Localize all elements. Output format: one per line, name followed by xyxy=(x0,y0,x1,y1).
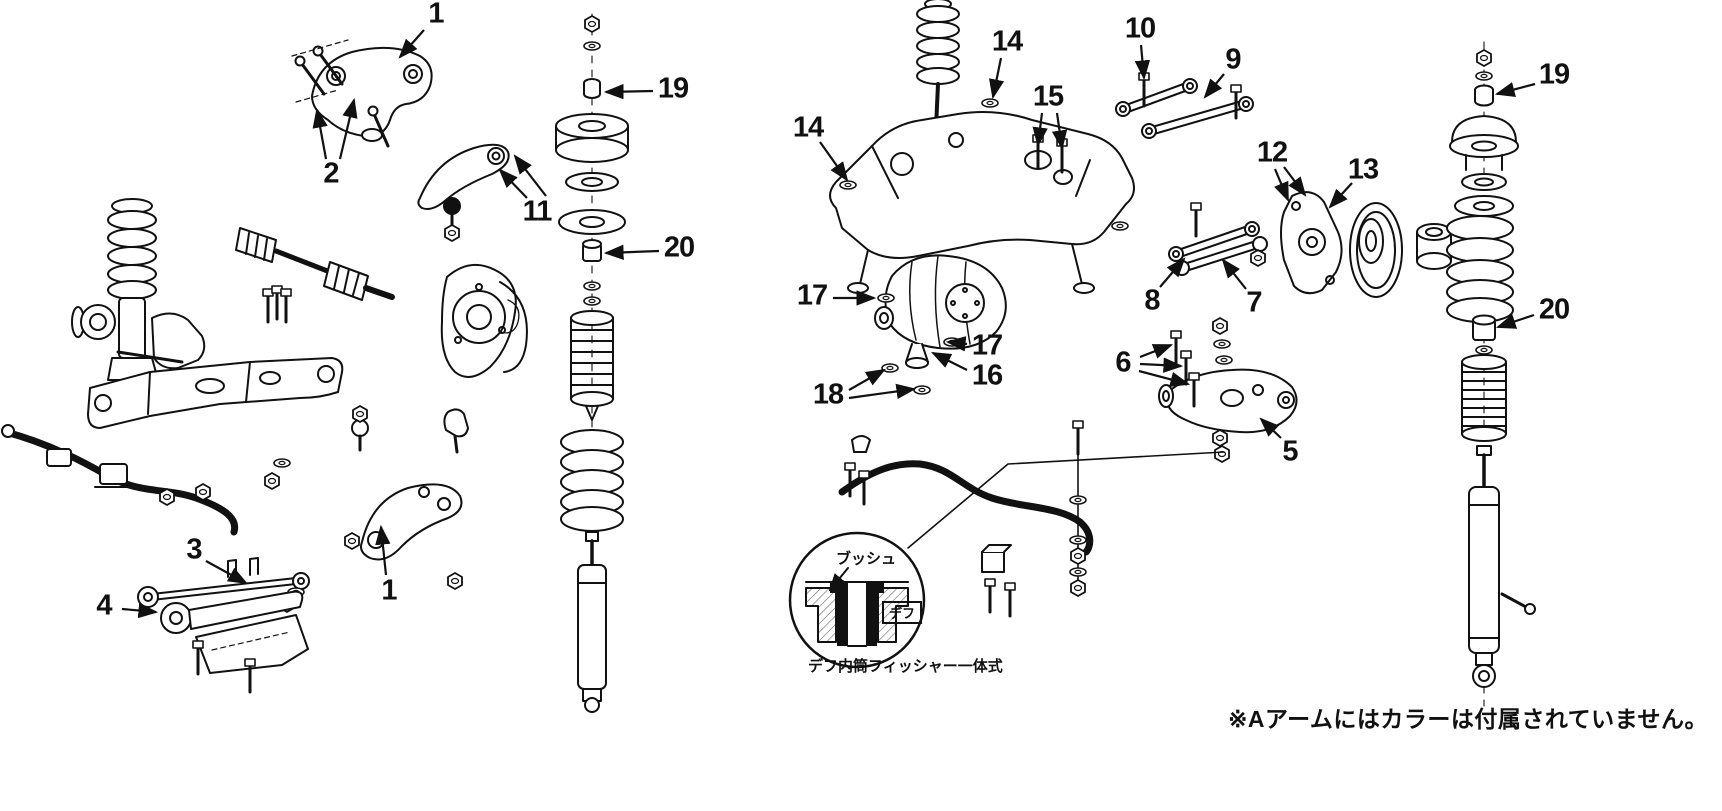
inset-caption: デフ内筒フィッシャー一体式 xyxy=(808,658,1003,675)
front-caster-arm-drawing xyxy=(344,483,463,590)
front-upper-control-arm-drawing xyxy=(291,39,433,148)
rear-shock-exploded-drawing xyxy=(1446,41,1536,707)
rear-lateral-links-drawing xyxy=(1168,201,1268,276)
front-strut-assembly-drawing xyxy=(71,198,206,381)
rear-subframe-drawing xyxy=(829,71,1151,294)
bushing-inset-drawing xyxy=(788,531,926,669)
front-upper-arm-balljoint-drawing xyxy=(417,143,510,242)
rear-differential-drawing xyxy=(874,254,1007,395)
footnote-note: ※Aアームにはカラーは付属されていません。 xyxy=(1228,706,1708,732)
front-stabilizer-bar-drawing xyxy=(1,424,291,536)
rear-lower-arm-drawing xyxy=(1158,317,1298,463)
front-driveshaft-drawing xyxy=(235,227,395,301)
rear-brake-rotor-drawing xyxy=(1349,202,1403,298)
front-crossmember-drawing xyxy=(87,284,344,429)
front-knuckle-hub-drawing xyxy=(351,263,528,454)
rear-strut-top-drawing xyxy=(916,0,960,130)
inset-diff-label: デフ xyxy=(882,601,922,624)
front-shock-exploded-drawing xyxy=(555,13,629,713)
inset-bush-label: ブッシュ xyxy=(835,550,897,568)
rear-upper-links-drawing xyxy=(1115,78,1254,139)
rear-stabilizer-bar-drawing xyxy=(838,419,1225,618)
rear-hub-drawing xyxy=(1416,223,1452,270)
rear-knuckle-drawing xyxy=(1280,191,1343,295)
front-lateral-link-drawing xyxy=(137,557,310,694)
